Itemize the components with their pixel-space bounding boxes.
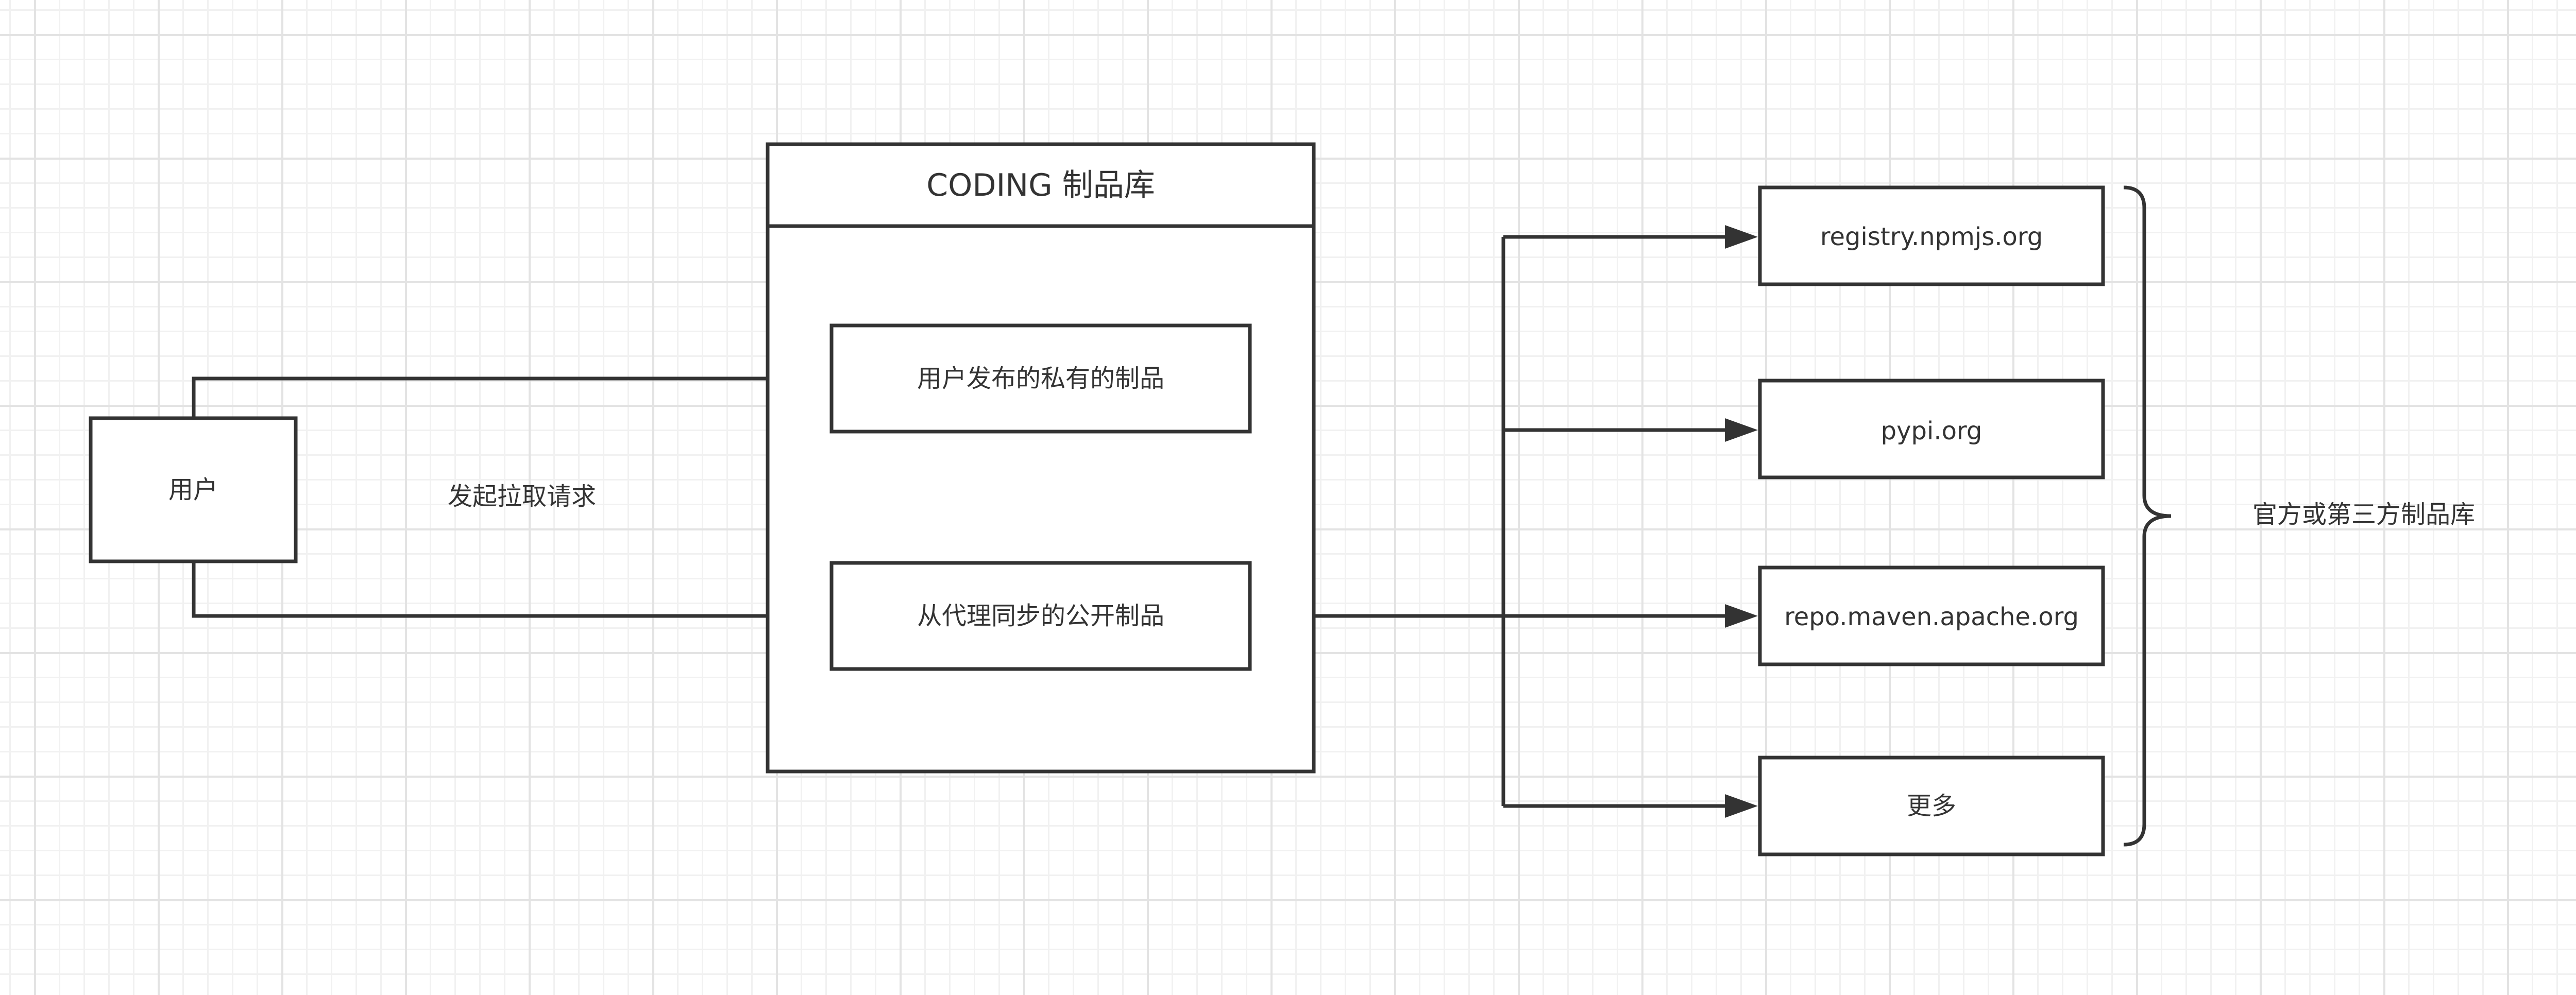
coding-repository-container[interactable]: CODING 制品库 [766,142,1316,774]
upstream-group-brace [2123,185,2172,847]
private-artifacts-box[interactable]: 用户发布的私有的制品 [829,323,1252,434]
arrowhead-maven [1725,604,1758,628]
edge-user-to-proxy-artifacts [192,562,804,618]
upstream-maven-box[interactable]: repo.maven.apache.org [1758,565,2105,666]
upstream-npm-label: registry.npmjs.org [1820,222,2043,251]
user-label: 用户 [168,475,218,504]
request-label: 发起拉取请求 [448,482,596,511]
arrowhead-more [1725,794,1758,818]
proxy-artifacts-box[interactable]: 从代理同步的公开制品 [829,561,1252,671]
user-node[interactable]: 用户 [89,416,298,563]
upstream-group-label: 官方或第三方制品库 [2252,500,2475,529]
upstream-more-label: 更多 [1907,792,1956,820]
edges [192,225,1758,818]
arrowhead-pypi [1725,418,1758,442]
proxy-artifacts-label: 从代理同步的公开制品 [917,602,1164,630]
upstream-pypi-box[interactable]: pypi.org [1758,379,2105,479]
private-artifacts-label: 用户发布的私有的制品 [917,364,1164,393]
repository-title: CODING 制品库 [926,167,1155,203]
arrowhead-npm [1725,225,1758,249]
upstream-maven-label: repo.maven.apache.org [1784,603,2079,631]
upstream-more-box[interactable]: 更多 [1758,756,2105,856]
edge-user-to-private-artifacts [192,376,804,417]
upstream-npm-box[interactable]: registry.npmjs.org [1758,185,2105,286]
upstream-pypi-label: pypi.org [1881,417,1982,445]
